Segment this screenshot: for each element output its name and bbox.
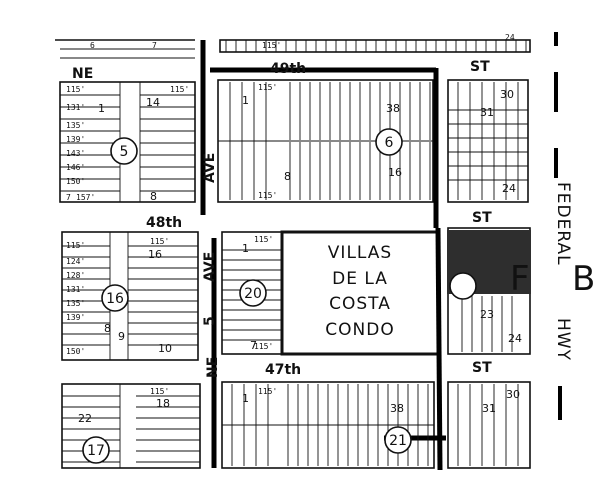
dim-label: 115' [150, 387, 169, 396]
lot-1-block-20: 1 [242, 242, 249, 255]
edge-letter-f: F [510, 259, 530, 299]
lot-22-block-17: 22 [78, 412, 92, 425]
block-21-circle [384, 426, 412, 454]
block-20-circle [239, 279, 267, 307]
dim-label: 131' [66, 103, 85, 112]
top-strip-right [219, 39, 531, 53]
street-48th-label: 48th [146, 215, 182, 231]
dim-label: 139' [66, 313, 85, 322]
dim-label: 115' [262, 41, 281, 50]
lot-23-block-20: 23 [480, 308, 494, 321]
dim-label: 24 [505, 33, 515, 42]
block-number-20: 20 [244, 286, 262, 302]
avenue-ne-label: NE [205, 357, 221, 378]
dim-label: 115' [258, 387, 277, 396]
dim-label: 124' [66, 257, 85, 266]
dim-label: 131' [66, 285, 85, 294]
lot-10-block-16: 10 [158, 342, 172, 355]
lot-lines [60, 39, 528, 468]
block-circles [82, 128, 412, 464]
lot-24-block-20: 24 [508, 332, 522, 345]
block-16-outline [61, 231, 199, 361]
block-17-circle [82, 436, 110, 464]
block-16-circle [101, 284, 129, 312]
lot-7-block-20: 7 [250, 339, 257, 352]
lot-38-block-6: 38 [386, 102, 400, 115]
block-number-5: 5 [120, 144, 129, 160]
dim-label: 150' [66, 347, 85, 356]
lot-14-block-5: 14 [146, 96, 160, 109]
block-6-east-outline [447, 79, 529, 203]
block-number-16: 16 [106, 291, 124, 307]
block-17-outline [61, 383, 201, 469]
lot-30-block-21: 30 [506, 388, 520, 401]
dim-label: 135' [66, 299, 85, 308]
dim-label: 115' [170, 85, 189, 94]
lot-30-block-6: 30 [500, 88, 514, 101]
dim-label: 115' [150, 237, 169, 246]
block-21-east-outline [447, 381, 531, 469]
highway-federal-label: FEDERAL [553, 182, 573, 266]
lot-1-block-5: 1 [98, 102, 105, 115]
avenue-ave-label-lower: AVE [202, 252, 218, 282]
street-47th-label: 47th [265, 362, 301, 378]
dim-label: 143' [66, 149, 85, 158]
highway-marks [554, 32, 562, 420]
edge-letter-b: B [572, 259, 595, 299]
block-number-6: 6 [385, 135, 394, 151]
condo-name-line-1: VILLAS [328, 243, 392, 263]
dim-label: 7 [66, 193, 71, 202]
lot-8-block-5: 8 [150, 190, 157, 203]
dim-label: 115' [66, 241, 85, 250]
lot-31-block-21: 31 [482, 402, 496, 415]
dim-label: 6 [90, 41, 95, 50]
parcel-circle-marker [449, 272, 477, 300]
block-6-circle [375, 128, 403, 156]
dim-label: 115' [258, 83, 277, 92]
dim-label: 157' [76, 193, 95, 202]
dim-label: 115' [66, 85, 85, 94]
street-st-label-48: ST [472, 210, 492, 226]
lot-1-block-21: 1 [242, 392, 249, 405]
dim-label: 146' [66, 163, 85, 172]
avenue-ave-label-upper: AVE [202, 153, 218, 183]
street-st-label-47: ST [472, 360, 492, 376]
lot-8-block-16: 8 [104, 322, 111, 335]
dim-label: 115' [254, 235, 273, 244]
block-number-21: 21 [389, 433, 407, 449]
block-5-circle [110, 137, 138, 165]
dim-label: 115' [254, 342, 273, 351]
lot-18-block-17: 18 [156, 397, 170, 410]
dim-label: 139' [66, 135, 85, 144]
lot-9-block-16: 9 [118, 330, 125, 343]
condo-name-line-3: COSTA [329, 294, 391, 314]
lot-24-block-6: 24 [502, 182, 516, 195]
street-ne-label-top: NE [72, 66, 93, 82]
dim-label: 150' [66, 177, 85, 186]
lot-1-block-6: 1 [242, 94, 249, 107]
avenue-five-label: 5 [202, 316, 218, 326]
street-49th-label: 49th [270, 61, 306, 77]
lot-16-block-6: 16 [388, 166, 402, 179]
highway-hwy-label: HWY [553, 318, 573, 361]
lot-38-block-21: 38 [390, 402, 404, 415]
heavy-boundaries [200, 40, 446, 471]
block-number-17: 17 [87, 443, 105, 459]
block-5-outline [59, 81, 196, 203]
lot-31-block-6: 31 [480, 106, 494, 119]
lot-8-block-6: 8 [284, 170, 291, 183]
dim-label: 135' [66, 121, 85, 130]
condo-name-line-2: DE LA [332, 269, 388, 289]
dim-label: 128' [66, 271, 85, 280]
dim-label: 7 [152, 41, 157, 50]
dim-label: 115' [258, 191, 277, 200]
condo-name-line-4: CONDO [325, 320, 394, 340]
street-st-label-49: ST [470, 59, 490, 75]
lot-16-block-16: 16 [148, 248, 162, 261]
